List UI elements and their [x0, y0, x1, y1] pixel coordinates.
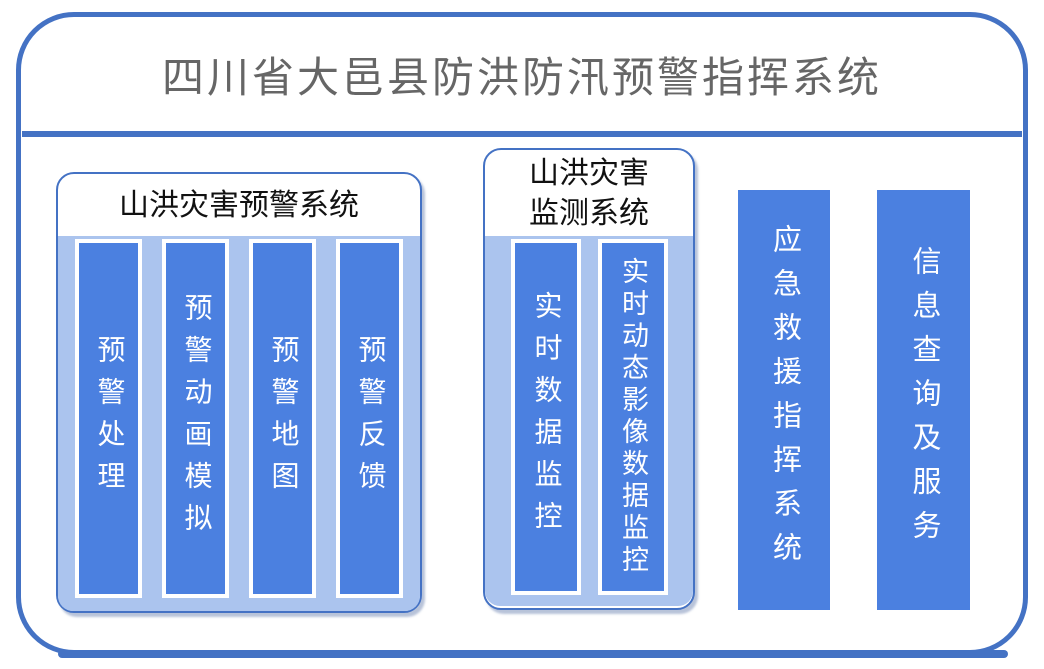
bar-realtime-video-data-monitoring: 实时动态影像数据监控 — [597, 239, 668, 595]
group-flood-monitoring-body: 实时数据监控 实时动态影像数据监控 — [485, 236, 693, 606]
bar-warning-processing: 预警处理 — [75, 239, 142, 598]
bar-warning-feedback-label: 预警反馈 — [354, 334, 386, 503]
bar-warning-feedback: 预警反馈 — [336, 239, 403, 598]
bar-realtime-video-data-monitoring-label: 实时动态影像数据监控 — [618, 257, 648, 577]
top-divider-line — [22, 131, 1022, 137]
group-flood-monitoring-system: 山洪灾害 监测系统 实时数据监控 实时动态影像数据监控 — [483, 148, 695, 610]
group-flood-warning-body: 预警处理 预警动画模拟 预警地图 预警反馈 — [58, 236, 420, 611]
group-flood-monitoring-title-line2: 监测系统 — [529, 197, 649, 230]
bar-emergency-rescue-command-system: 应急救援指挥系统 — [738, 190, 830, 610]
page-title: 四川省大邑县防洪防汛预警指挥系统 — [161, 54, 882, 101]
group-flood-monitoring-title: 山洪灾害 监测系统 — [485, 150, 693, 236]
bar-info-query-and-service: 信息查询及服务 — [877, 190, 970, 610]
group-flood-warning-title: 山洪灾害预警系统 — [119, 189, 359, 222]
bar-warning-animation-simulation-label: 预警动画模拟 — [180, 292, 212, 545]
bar-warning-map: 预警地图 — [249, 239, 316, 598]
bar-warning-processing-label: 预警处理 — [93, 334, 125, 503]
bar-realtime-data-monitoring: 实时数据监控 — [510, 239, 581, 595]
bar-realtime-data-monitoring-label: 实时数据监控 — [530, 291, 562, 543]
group-flood-monitoring-title-line1: 山洪灾害 — [529, 157, 649, 190]
bar-info-query-and-service-label: 信息查询及服务 — [908, 246, 940, 554]
group-flood-warning-system: 山洪灾害预警系统 预警处理 预警动画模拟 预警地图 预警反馈 — [56, 172, 422, 613]
bar-warning-map-label: 预警地图 — [267, 334, 299, 503]
bar-emergency-rescue-command-system-label: 应急救援指挥系统 — [768, 224, 801, 576]
bar-warning-animation-simulation: 预警动画模拟 — [162, 239, 229, 598]
bottom-divider-line — [58, 650, 1008, 658]
